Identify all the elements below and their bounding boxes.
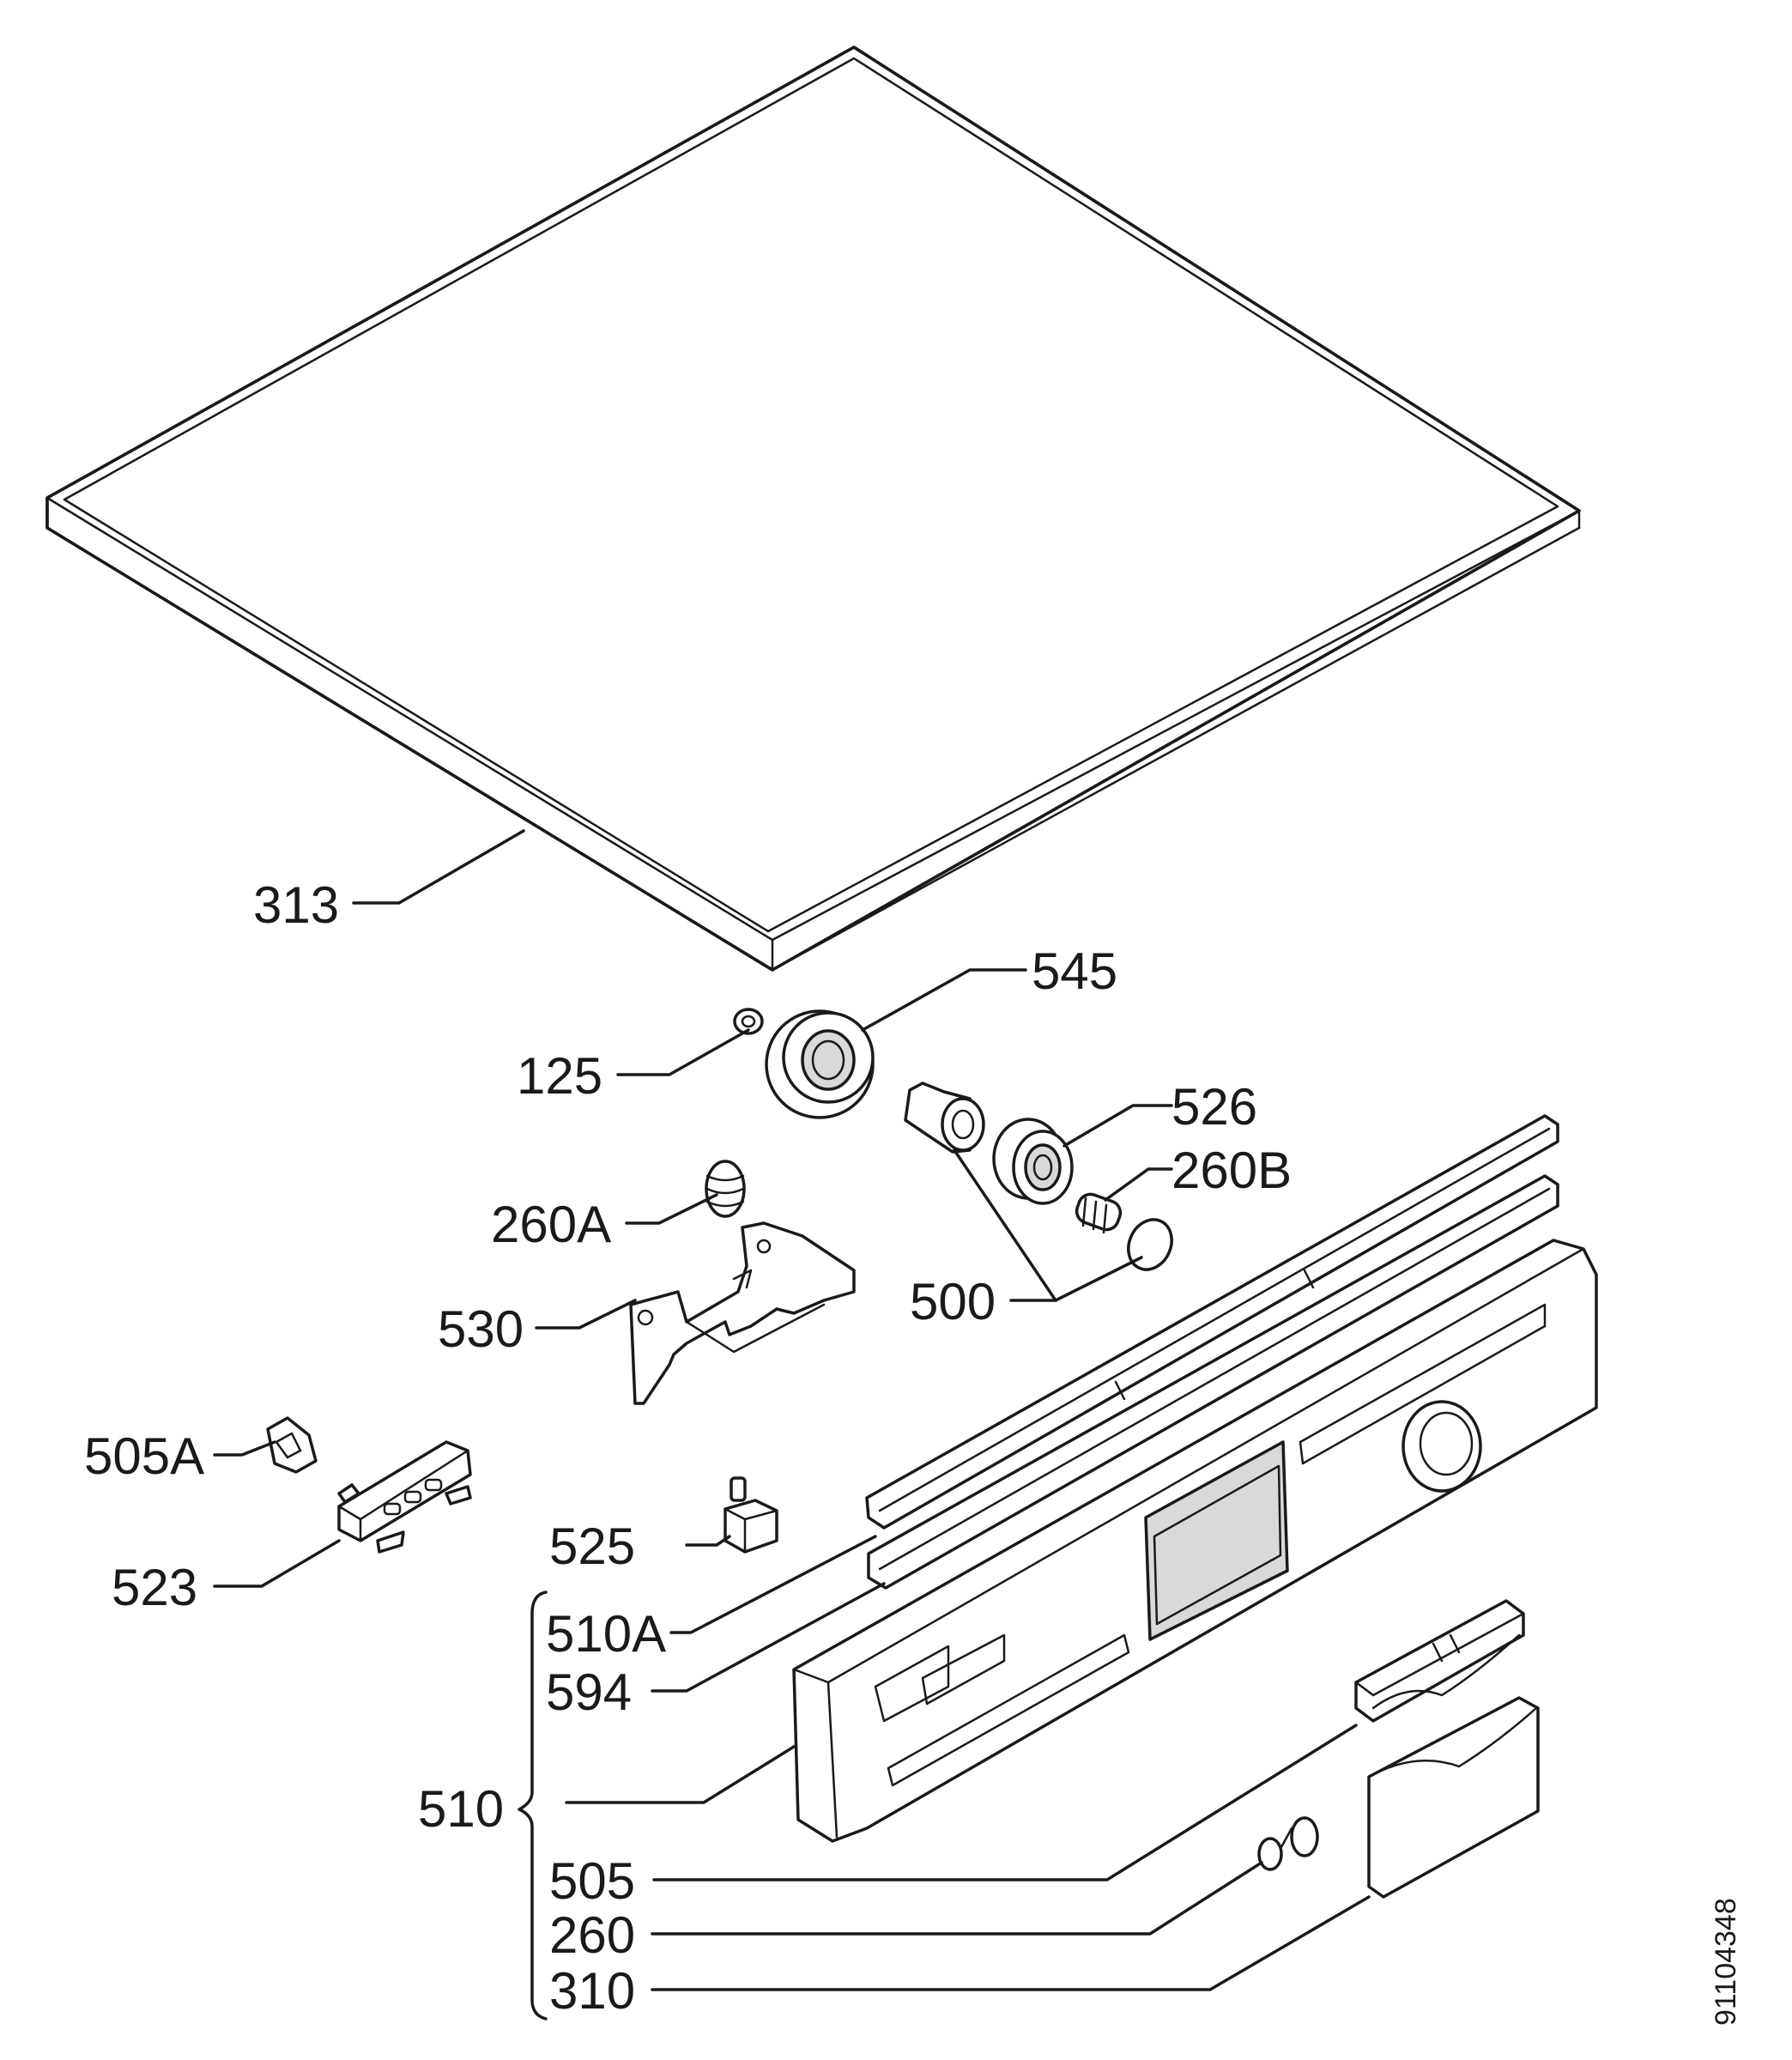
drawing-number: 91104348: [1710, 1898, 1742, 2026]
bracket-510-brace: [518, 1590, 548, 2021]
part-260b-spring: [1075, 1192, 1123, 1234]
leader-510a: [669, 1535, 877, 1634]
part-545-bush: [765, 1009, 875, 1119]
part-500-selector-insert: [904, 1082, 985, 1154]
leader-530: [535, 1299, 637, 1330]
label-505: 505: [549, 1852, 635, 1910]
label-505a: 505A: [84, 1427, 204, 1485]
part-510-control-panel: [792, 1239, 1598, 1843]
label-510a: 510A: [546, 1605, 666, 1663]
leader-lines: [213, 829, 1371, 2021]
part-260-spring: [1257, 1816, 1319, 1871]
part-125-nut: [733, 1008, 764, 1035]
part-310-door-flap: [1367, 1696, 1540, 1899]
part-523-switch-block: [337, 1440, 472, 1554]
part-510a-trim-strip: [865, 1114, 1559, 1530]
part-500-cap-disc: [1127, 1218, 1173, 1271]
label-545: 545: [1032, 942, 1117, 1000]
part-594-trim-strip: [867, 1174, 1559, 1590]
label-525: 525: [549, 1518, 635, 1575]
leader-260: [651, 1861, 1263, 1936]
part-505-flap-hinge: [1354, 1599, 1525, 1723]
label-594: 594: [546, 1663, 632, 1721]
label-260a: 260A: [491, 1196, 611, 1253]
leader-125: [616, 1028, 750, 1076]
label-500: 500: [910, 1273, 996, 1330]
label-530: 530: [438, 1300, 524, 1358]
leader-545: [861, 968, 1027, 1032]
leader-313: [352, 829, 525, 905]
leader-526: [1062, 1104, 1173, 1148]
leader-505: [652, 1724, 1358, 1881]
part-530-bracket: [629, 1221, 856, 1405]
leader-310: [651, 1895, 1371, 1991]
part-313-top-cover: [45, 45, 1581, 972]
leader-523: [213, 1539, 341, 1588]
leader-594: [651, 1582, 886, 1693]
part-505a-clip: [266, 1416, 318, 1474]
part-526-knob-ring: [992, 1118, 1074, 1205]
leader-505a: [213, 1440, 276, 1457]
part-525-indicator: [723, 1476, 778, 1554]
leader-510: [565, 1745, 796, 1804]
label-510: 510: [418, 1780, 504, 1838]
label-523: 523: [112, 1559, 197, 1616]
part-260a-spring: [705, 1160, 746, 1218]
label-313: 313: [253, 876, 339, 934]
label-260b: 260B: [1171, 1142, 1292, 1199]
label-125: 125: [517, 1047, 602, 1105]
label-260: 260: [549, 1906, 635, 1964]
leader-260a: [625, 1193, 718, 1225]
leader-500-b: [953, 1148, 1057, 1302]
leader-260b: [1104, 1167, 1173, 1202]
label-310: 310: [549, 1962, 635, 2020]
leader-525: [685, 1535, 731, 1547]
label-526: 526: [1171, 1078, 1257, 1136]
callout-labels: 313 545 125 526 260B 260A 500 530 505A 5…: [84, 876, 1292, 2020]
